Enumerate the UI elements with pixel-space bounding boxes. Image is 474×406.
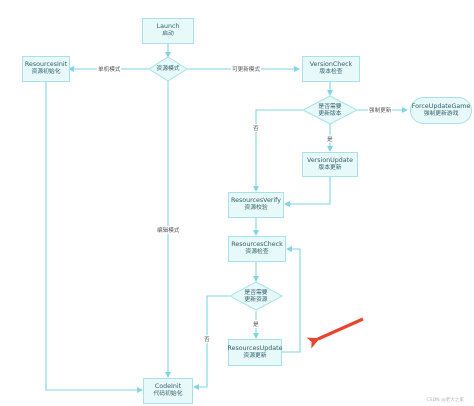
- resources-update-title: ResourcesUpdate: [227, 344, 283, 352]
- code-init-title: CodeInit: [154, 383, 182, 391]
- resources-check-title: ResourcesCheck: [231, 241, 283, 249]
- edge-update-to-check: [282, 246, 301, 353]
- resources-init-subtitle: 资源初始化: [31, 69, 61, 76]
- launch-title: Launch: [156, 23, 180, 31]
- need-update-version-line1: 是否需要: [318, 104, 342, 110]
- edge-label-force-update: 强制更新: [368, 106, 393, 114]
- edge-label-version-no: 否: [252, 124, 260, 132]
- launch-subtitle: 启动: [162, 31, 174, 38]
- highlight-arrow: [306, 317, 364, 349]
- watermark: CSDN @老大之家: [426, 398, 464, 403]
- edge-decision-to-resourcesverify: [253, 109, 303, 192]
- edge-decision2-to-codeinit: [193, 295, 230, 390]
- node-resources-init: ResourcesInit 资源初始化: [22, 56, 70, 82]
- version-check-title: VersionCheck: [309, 61, 353, 69]
- need-update-resources-line2: 更新资源: [244, 297, 268, 304]
- resource-mode-label: 资源模式: [149, 66, 187, 73]
- decision-need-update-version: [301, 95, 359, 125]
- edge-label-version-yes: 是: [326, 135, 334, 143]
- edge-label-resources-yes: 是: [252, 320, 260, 328]
- node-resources-update: ResourcesUpdate 资源更新: [228, 339, 282, 366]
- node-version-check: VersionCheck 版本检查: [302, 56, 360, 82]
- decision-resource-mode: [148, 56, 188, 82]
- version-check-subtitle: 版本检查: [319, 69, 343, 76]
- need-update-version-line2: 更新版本: [318, 111, 342, 118]
- need-update-version-label: 是否需要 更新版本: [303, 104, 357, 118]
- resource-mode-text: 资源模式: [156, 66, 180, 72]
- edge-label-updatable-mode: 可更新模式: [231, 65, 261, 73]
- node-launch: Launch 启动: [142, 18, 194, 44]
- node-resources-verify: ResourcesVerify 资源校验: [228, 192, 284, 218]
- node-force-update-game: ForceUpdateGame 强制更新游戏: [410, 97, 472, 124]
- node-version-update: VersionUpdate 版本更新: [302, 152, 358, 177]
- resources-check-subtitle: 资源检查: [245, 249, 269, 256]
- version-update-title: VersionUpdate: [307, 156, 353, 164]
- code-init-subtitle: 代码初始化: [153, 391, 183, 398]
- edge-versionupdate-to-resourcesverify: [284, 177, 331, 207]
- edge-label-standalone-mode: 单机模式: [97, 65, 122, 73]
- node-code-init: CodeInit 代码初始化: [143, 378, 193, 404]
- edge-resourcesinit-to-codeinit: [45, 82, 143, 393]
- need-update-resources-line1: 是否需要: [244, 290, 268, 296]
- decision-need-update-resources: [228, 281, 284, 311]
- resources-verify-subtitle: 资源校验: [244, 205, 268, 212]
- resources-update-subtitle: 资源更新: [243, 352, 267, 359]
- edge-label-resources-no: 否: [203, 335, 211, 343]
- resources-init-title: ResourcesInit: [24, 61, 68, 69]
- resources-verify-title: ResourcesVerify: [230, 197, 282, 205]
- node-resources-check: ResourcesCheck 资源检查: [228, 236, 286, 262]
- need-update-resources-label: 是否需要 更新资源: [230, 290, 282, 304]
- force-update-game-subtitle: 强制更新游戏: [423, 110, 459, 117]
- edge-label-edit-mode: 编辑模式: [156, 226, 181, 234]
- version-update-subtitle: 版本更新: [318, 164, 342, 171]
- force-update-game-title: ForceUpdateGame: [411, 102, 471, 110]
